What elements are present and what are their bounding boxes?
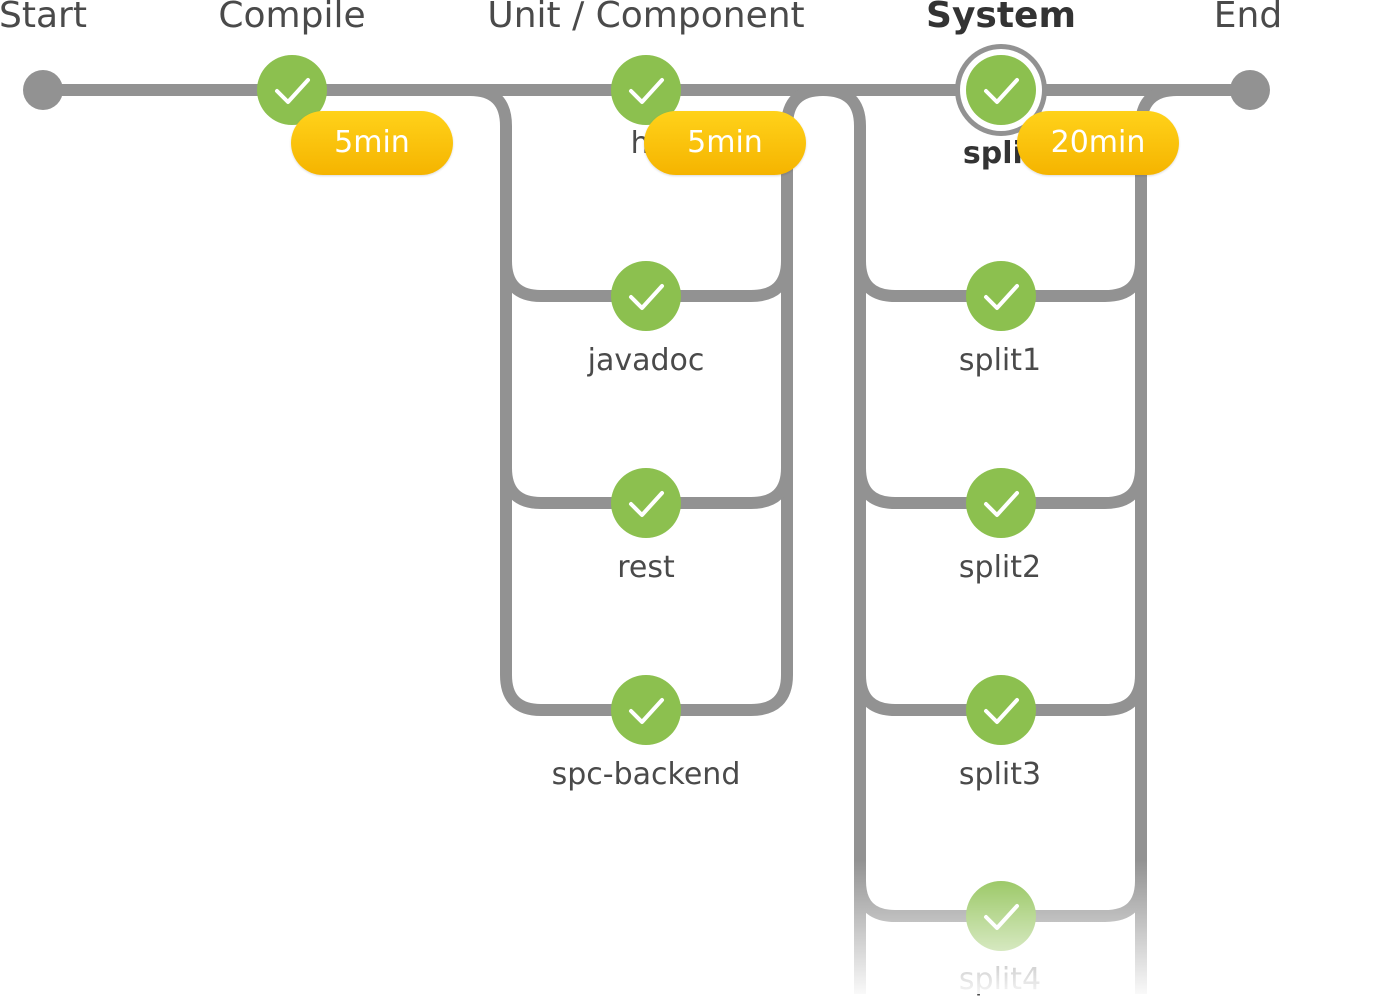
stage-label-start: Start [0, 0, 87, 36]
unit-branch-connector-2 [500, 462, 793, 509]
end-node [1230, 70, 1270, 110]
unit-node-javadoc[interactable] [611, 261, 681, 331]
check-icon [275, 78, 310, 104]
duration-badge-system: 20min [1017, 111, 1179, 175]
branch-label-split2[interactable]: split2 [958, 550, 1042, 585]
system-node-split2[interactable] [966, 468, 1036, 538]
system-node-split[interactable] [955, 44, 1047, 136]
system-branch-left [817, 84, 866, 994]
duration-badge-unit-component: 5min [644, 111, 806, 175]
system-branch-connector-3 [854, 669, 1147, 716]
duration-badge-compile: 5min [291, 111, 453, 175]
unit-branch-outer [464, 84, 829, 716]
compile-node[interactable] [257, 55, 327, 125]
system-node-split3[interactable] [966, 675, 1036, 745]
unit-node-ht[interactable] [611, 55, 681, 125]
start-node [23, 70, 63, 110]
stage-label-compile[interactable]: Compile [218, 0, 366, 36]
stage-label-unit-component[interactable]: Unit / Component [487, 0, 805, 36]
check-icon [629, 78, 664, 104]
check-icon [984, 284, 1019, 310]
system-node-split1[interactable] [966, 261, 1036, 331]
branch-label-spc-backend[interactable]: spc-backend [551, 757, 741, 792]
check-icon [984, 78, 1019, 104]
unit-branch-connector-1 [500, 255, 793, 302]
branch-label-split1[interactable]: split1 [958, 343, 1042, 378]
unit-node-spc-backend[interactable] [611, 675, 681, 745]
system-node-split4[interactable] [966, 881, 1036, 951]
branch-label-split3[interactable]: split3 [958, 757, 1042, 792]
stage-label-end: End [1213, 0, 1283, 36]
stage-label-system[interactable]: System [926, 0, 1076, 36]
branch-label-split4[interactable]: split4 [958, 962, 1042, 997]
system-branch-connector-1 [854, 255, 1147, 302]
system-branch-right [1135, 84, 1183, 994]
branch-label-javadoc[interactable]: javadoc [587, 343, 705, 378]
check-icon [984, 491, 1019, 517]
check-icon [984, 698, 1019, 724]
unit-node-rest[interactable] [611, 468, 681, 538]
system-branch-connector-2 [854, 462, 1147, 509]
check-icon [629, 491, 664, 517]
branch-label-rest[interactable]: rest [617, 550, 675, 585]
check-icon [629, 284, 664, 310]
check-icon [629, 698, 664, 724]
